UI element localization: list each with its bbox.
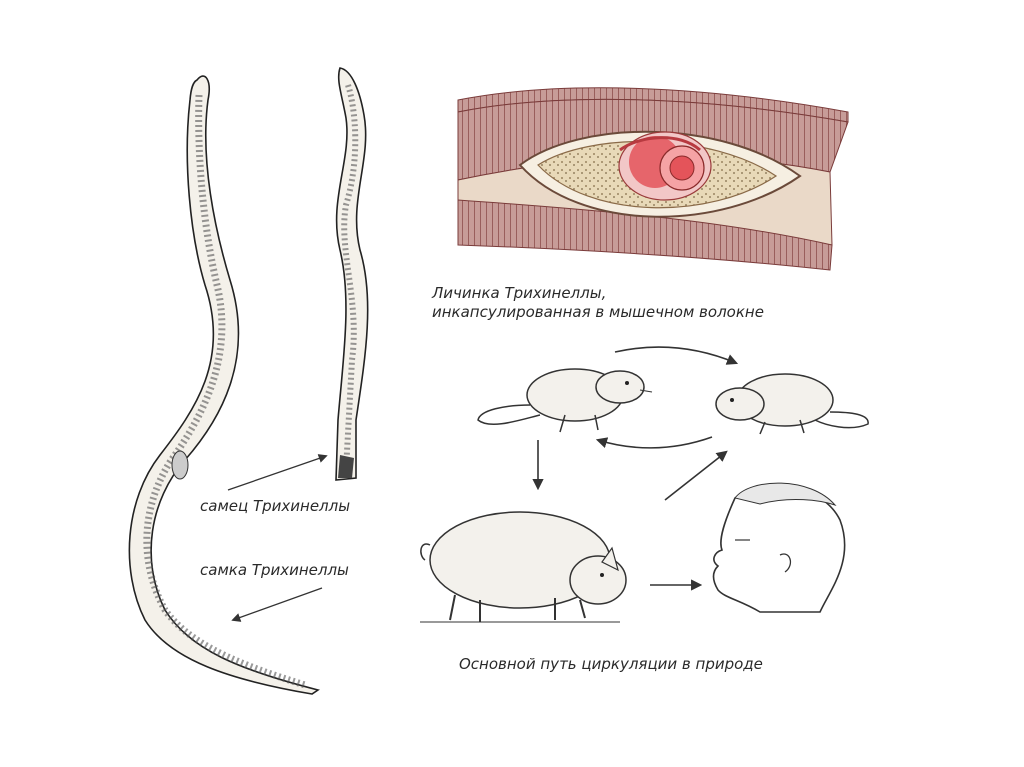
arrow-human-to-rat: [664, 450, 728, 501]
cycle-caption: Основной путь циркуляции в природе: [459, 655, 763, 673]
muscle-fiber-illustration: [457, 87, 849, 271]
female-caption: самка Трихинеллы: [200, 561, 349, 579]
female-worm: [128, 75, 320, 695]
rat-left: [477, 368, 653, 433]
male-worm: [335, 67, 369, 481]
larva-caption-line1: Личинка Трихинеллы,: [432, 284, 607, 302]
arrow-rat-back: [595, 436, 713, 449]
male-caption: самец Трихинеллы: [200, 497, 351, 515]
human-head: [712, 482, 846, 613]
pig: [420, 511, 627, 623]
female-pointer-arrow: [231, 587, 323, 622]
male-pointer-arrow: [227, 454, 328, 491]
rat-right: [715, 373, 869, 435]
larva-caption-line2: инкапсулированная в мышечном волокне: [432, 303, 764, 321]
arrow-rat-to-rat: [614, 346, 739, 365]
